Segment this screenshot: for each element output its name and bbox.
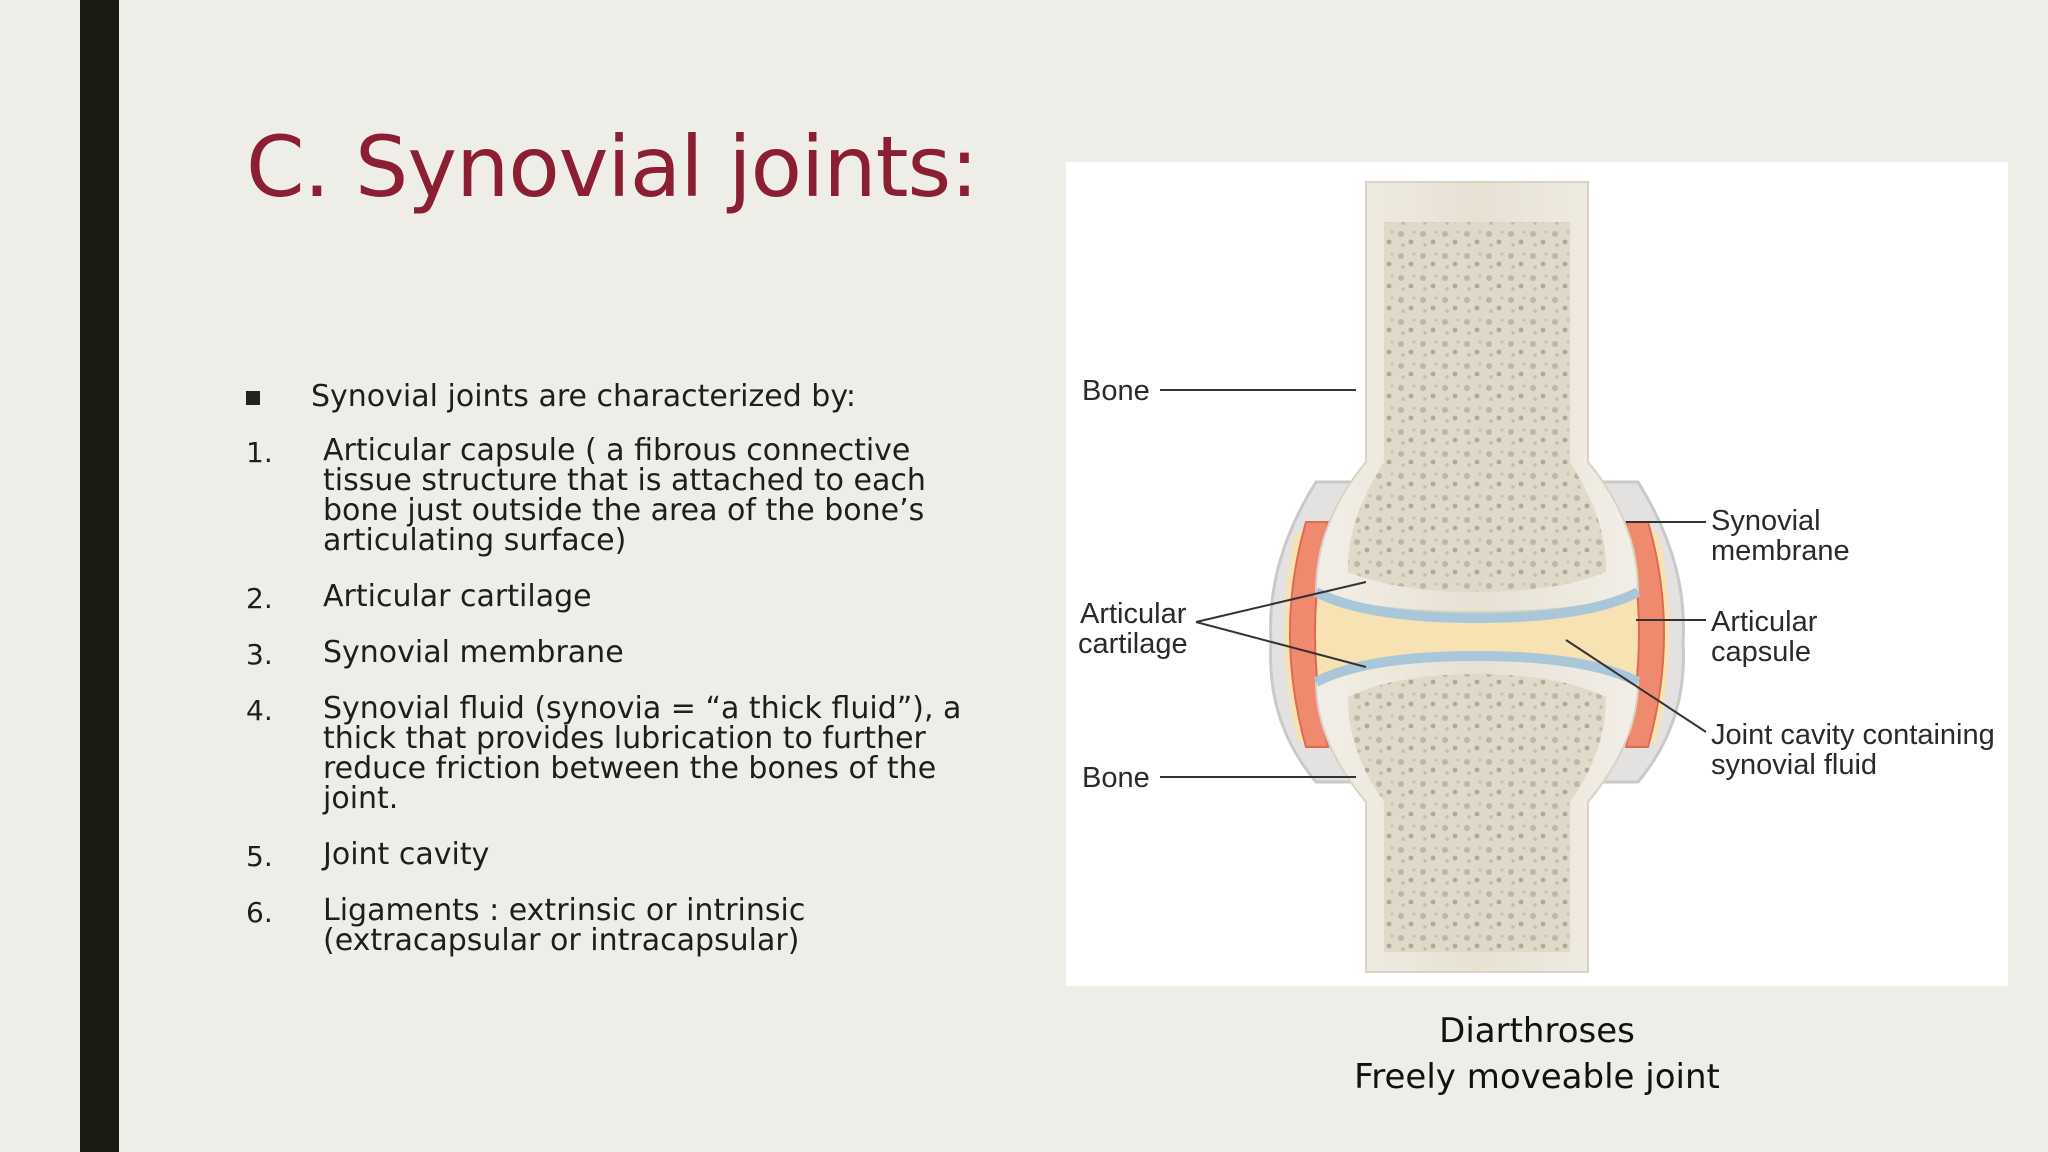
slide-title: C. Synovial joints: bbox=[246, 118, 979, 216]
upper-bone-spongy bbox=[1347, 222, 1607, 592]
characteristics-list: 1. Articular capsule ( a fibrous connect… bbox=[246, 436, 986, 956]
intro-bullet-text: Synovial joints are characterized by: bbox=[311, 379, 857, 414]
list-item-number: 5. bbox=[246, 840, 273, 873]
lower-bone-spongy bbox=[1348, 674, 1606, 952]
left-accent-bar bbox=[80, 0, 119, 1152]
list-item: 2. Articular cartilage bbox=[246, 579, 986, 615]
list-item-text: Articular capsule ( a fibrous connective… bbox=[323, 433, 926, 558]
list-item-text: Synovial membrane bbox=[323, 635, 624, 670]
list-item-number: 3. bbox=[246, 638, 273, 671]
slide-body: Synovial joints are characterized by: 1.… bbox=[246, 380, 986, 982]
list-item: 3. Synovial membrane bbox=[246, 635, 986, 671]
upper-articular-cartilage bbox=[1313, 587, 1641, 624]
list-item-text: Joint cavity bbox=[323, 837, 490, 872]
list-item-text: Synovial fluid (synovia = “a thick fluid… bbox=[323, 691, 962, 816]
leader-joint-cavity bbox=[1565, 639, 1707, 733]
list-item-number: 2. bbox=[246, 582, 273, 615]
list-item-number: 4. bbox=[246, 694, 273, 727]
list-item: 6. Ligaments : extrinsic or intrinsic (e… bbox=[246, 896, 986, 956]
list-item: 1. Articular capsule ( a fibrous connect… bbox=[246, 436, 986, 556]
label-articular-cartilage-line2: cartilage bbox=[1078, 628, 1188, 660]
label-joint-cavity-line2: synovial fluid bbox=[1711, 749, 1877, 781]
label-articular-cartilage-line1: Articular bbox=[1080, 598, 1187, 630]
list-item-number: 1. bbox=[246, 436, 273, 469]
leader-cartilage-2 bbox=[1195, 621, 1367, 668]
square-bullet-icon bbox=[246, 391, 260, 405]
label-bone-top: Bone bbox=[1082, 375, 1150, 407]
list-item-number: 6. bbox=[246, 896, 273, 929]
caption-line-diarthroses: Diarthroses bbox=[1439, 1011, 1635, 1051]
caption-line-freely-moveable: Freely moveable joint bbox=[1354, 1057, 1720, 1097]
label-bone-bottom: Bone bbox=[1082, 762, 1150, 794]
joint-illustration: Bone Bone Articular cartilage Synovial m… bbox=[1078, 181, 1995, 973]
intro-bullet: Synovial joints are characterized by: bbox=[246, 380, 986, 414]
list-item: 5. Joint cavity bbox=[246, 837, 986, 873]
figure-caption: Diarthroses Freely moveable joint bbox=[1066, 1008, 2008, 1100]
label-articular-capsule-line1: Articular bbox=[1711, 606, 1818, 638]
list-item-text: Articular cartilage bbox=[323, 579, 592, 614]
list-item-text: Ligaments : extrinsic or intrinsic (extr… bbox=[323, 893, 806, 958]
leader-cartilage-1 bbox=[1195, 581, 1367, 623]
synovial-joint-diagram: Bone Bone Articular cartilage Synovial m… bbox=[1066, 162, 2008, 986]
label-articular-capsule-line2: capsule bbox=[1711, 636, 1811, 668]
list-item: 4. Synovial fluid (synovia = “a thick fl… bbox=[246, 694, 986, 814]
label-synovial-membrane-line1: Synovial bbox=[1711, 505, 1821, 537]
label-synovial-membrane-line2: membrane bbox=[1711, 535, 1850, 567]
lower-articular-cartilage bbox=[1313, 650, 1641, 687]
label-joint-cavity-line1: Joint cavity containing bbox=[1711, 719, 1995, 751]
